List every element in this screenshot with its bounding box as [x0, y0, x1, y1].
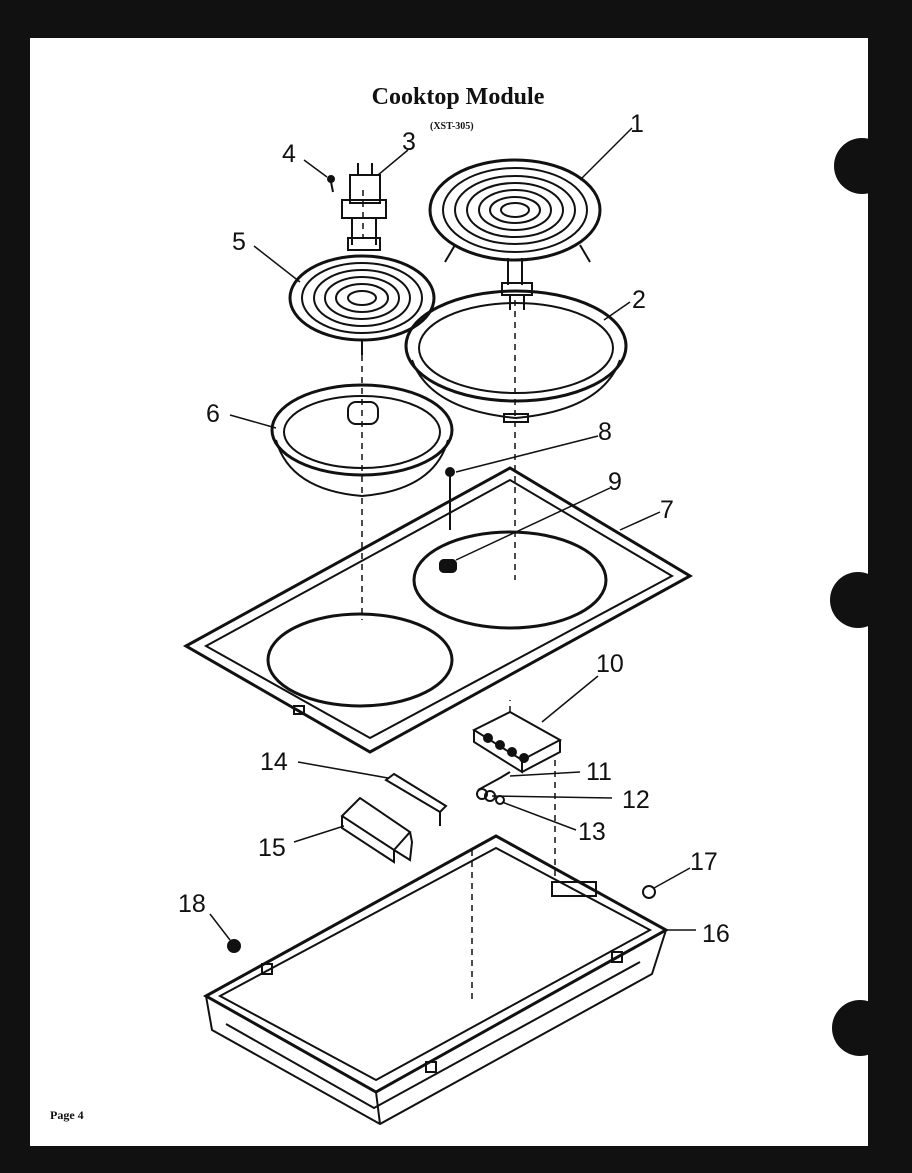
callout-12: 12: [622, 786, 650, 814]
callout-4: 4: [282, 140, 296, 168]
page-number: Page 4: [50, 1108, 84, 1122]
box-screw-left: [227, 939, 241, 953]
callout-8: 8: [598, 418, 612, 446]
callout-7: 7: [660, 496, 674, 524]
terminal-cover: [340, 796, 414, 864]
model-number: (XST-305): [430, 121, 474, 132]
page-title: Cooktop Module: [371, 84, 545, 110]
callout-1: 1: [630, 110, 644, 138]
callout-14: 14: [260, 748, 288, 776]
parts-sheet: [30, 38, 868, 1146]
frame-clip: [439, 559, 457, 573]
cooktop-box: [202, 834, 670, 1126]
callout-2: 2: [632, 286, 646, 314]
callout-18: 18: [178, 890, 206, 918]
callout-15: 15: [258, 834, 286, 862]
mounting-bracket: [384, 772, 448, 826]
callout-5: 5: [232, 228, 246, 256]
large-surface-element: [428, 158, 602, 310]
large-drip-pan: [404, 289, 628, 423]
ground-nut: [476, 788, 496, 802]
callout-3: 3: [402, 128, 416, 156]
cooktop-frame: [182, 466, 694, 754]
callout-9: 9: [608, 468, 622, 496]
alignment-lines: [361, 190, 556, 1000]
binder-hole-middle: [830, 572, 886, 628]
binder-hole-bottom: [832, 1000, 888, 1056]
trim-screw: [445, 467, 455, 530]
callout-17: 17: [690, 848, 718, 876]
terminal-block: [471, 710, 563, 774]
callout-10: 10: [596, 650, 624, 678]
callout-11: 11: [586, 758, 612, 786]
callout-6: 6: [206, 400, 220, 428]
receptacle-screw: [327, 175, 335, 193]
callout-13: 13: [578, 818, 606, 846]
small-surface-element: [288, 254, 436, 355]
callout-16: 16: [702, 920, 730, 948]
element-receptacle: [341, 163, 387, 251]
box-screw-right: [642, 885, 656, 899]
ground-wire: [477, 771, 511, 791]
leader-lines: [209, 127, 696, 941]
binder-hole-top: [834, 138, 890, 194]
